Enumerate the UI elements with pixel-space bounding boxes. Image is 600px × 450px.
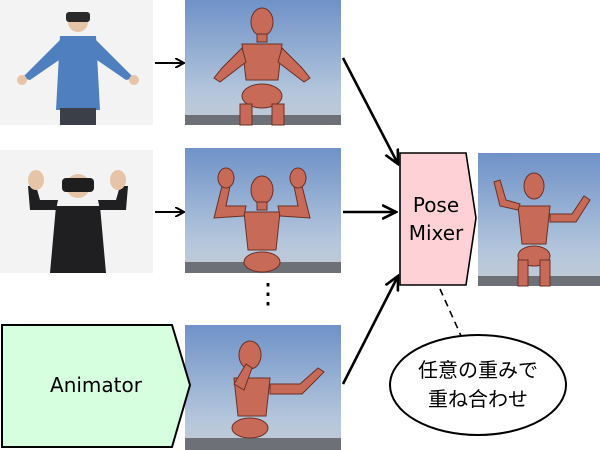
animator-box: Animator [1,324,192,448]
callout-dashed-pointer [439,288,463,339]
animator-label: Animator [50,373,143,397]
vertical-ellipsis: ⋮ [254,277,282,310]
callout-line1: 任意の重みで [418,358,538,382]
pose-mixer-box: Pose Mixer [399,152,477,286]
person-photo-1 [0,0,153,125]
render-pose-2 [185,148,341,273]
arrow-render1-to-mixer [341,57,398,164]
mixer-label-line2: Mixer [409,221,464,245]
render-mixed-output [478,153,600,287]
person-photo-2 [0,150,153,273]
arrow-render3-to-mixer [341,276,398,385]
callout-bubble: 任意の重みで 重ね合わせ [389,334,567,436]
render-pose-3 [185,325,341,450]
mixer-label-line1: Pose [413,193,459,217]
callout-line2: 重ね合わせ [428,387,528,411]
render-pose-1 [185,0,341,126]
